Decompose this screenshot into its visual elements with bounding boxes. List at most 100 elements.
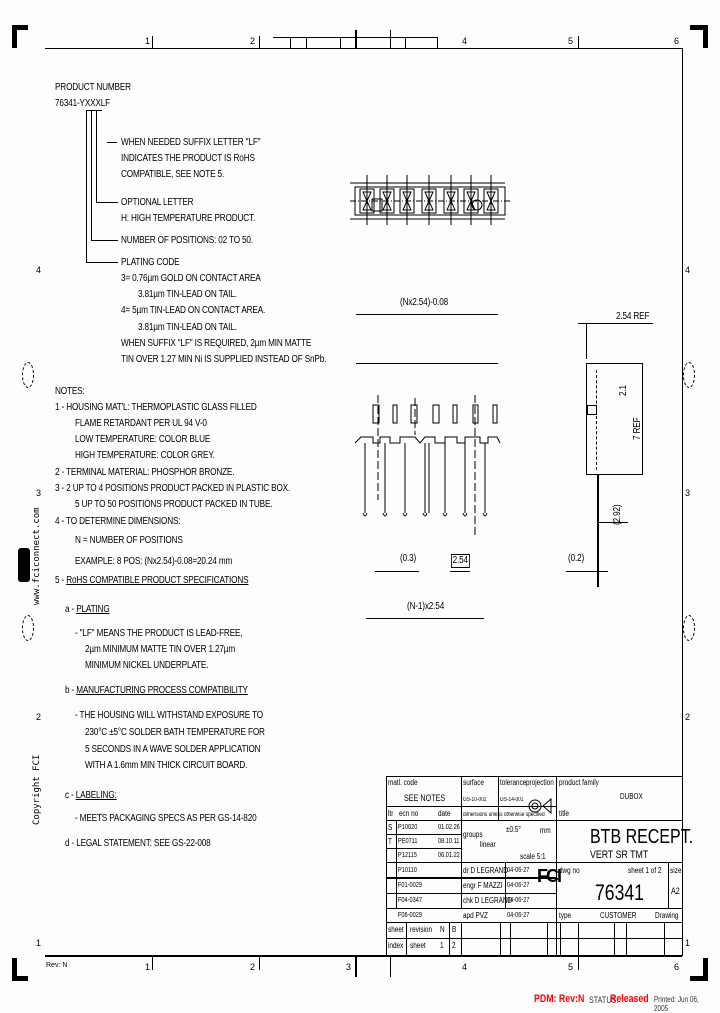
frame-bottom	[45, 955, 682, 957]
tb-rule	[386, 820, 682, 821]
type-value: CUSTOMER	[600, 911, 637, 920]
tb-rule	[449, 922, 450, 956]
zone-tick	[152, 36, 153, 48]
side-latch	[587, 405, 597, 415]
dwg-no-label: dwg no	[559, 866, 580, 875]
punch-hole-mark	[683, 615, 695, 641]
dim-pitch-ref: 2.54 REF	[616, 311, 650, 322]
note-5b-line1: - THE HOUSING WILL WITHSTAND EXPOSURE TO	[75, 710, 263, 721]
zone-top-5: 5	[568, 36, 574, 46]
note-5a-line2: 2µm MINIMUM MATTE TIN OVER 1.27µm	[85, 644, 235, 655]
corner-br-h	[690, 976, 706, 981]
frame-right	[682, 48, 683, 956]
zone-left-1: 1	[36, 938, 42, 948]
dim-pitch: 2.54	[451, 554, 470, 568]
corner-tl-v	[12, 25, 17, 48]
matl-code-label: matl. code	[388, 778, 418, 787]
scale-value: scale 5:1	[520, 852, 546, 861]
title-line1: BTB RECEPT.	[590, 826, 694, 848]
zone-right-3: 3	[685, 488, 691, 498]
tb-rule	[614, 922, 615, 956]
note-5-heading: RoHS COMPATIBLE PRODUCT SPECIFICATIONS	[66, 575, 249, 586]
plating-code-3b: 3.81µm TIN-LEAD ON TAIL.	[138, 289, 237, 300]
callout-line	[86, 262, 118, 263]
zone-tick	[259, 36, 260, 48]
sheet-label: sheet	[410, 941, 426, 950]
optional-letter-1: OPTIONAL LETTER	[121, 197, 194, 208]
pdm-rev: PDM: Rev:N	[534, 993, 585, 1005]
dwg-number: 76341	[595, 880, 644, 905]
zone-tick	[355, 957, 357, 977]
zone-tick	[259, 957, 260, 970]
note-5b-heading: MANUFACTURING PROCESS COMPATIBILITY	[76, 685, 248, 696]
rev-row-ecn: P10110	[398, 867, 417, 874]
note-5b-line3: 5 SECONDS IN A WAVE SOLDER APPLICATION	[85, 744, 261, 755]
sig-role: engr	[463, 881, 476, 890]
tb-rule	[510, 922, 511, 956]
tb-rule	[386, 848, 462, 849]
callout-line	[96, 110, 97, 202]
projection-label: projection	[526, 778, 554, 787]
centerline	[596, 370, 597, 470]
top-rev-div	[340, 37, 341, 48]
sheet-index-label2: index	[388, 941, 404, 950]
zone-left-4: 4	[36, 265, 42, 275]
rev-row-ecn: F04-0347	[398, 897, 422, 904]
tb-rule	[461, 922, 462, 956]
connector-front-view	[355, 395, 501, 535]
note-5-title: 5 - RoHS COMPATIBLE PRODUCT SPECIFICATIO…	[55, 575, 249, 587]
tb-rule	[406, 922, 407, 956]
corner-br-v	[703, 958, 708, 981]
corner-bl-v	[12, 958, 17, 981]
sig-apd: apd PVZ	[463, 911, 488, 921]
corner-tl-h	[12, 25, 28, 30]
rev-row-ecn: P12115	[398, 852, 417, 859]
size-label: size	[670, 866, 682, 875]
sheet-of: sheet 1 of 2	[628, 866, 662, 875]
callout-line	[91, 240, 118, 241]
zone-bottom-2: 2	[250, 962, 256, 972]
note-5a-title: a - PLATING	[65, 604, 110, 616]
date-label: date	[438, 809, 451, 818]
product-number-title: PRODUCT NUMBER	[55, 82, 131, 93]
zone-right-1: 1	[685, 938, 691, 948]
product-family-value: DUBOX	[620, 792, 643, 801]
top-rev-div	[390, 30, 391, 48]
callout-line	[86, 110, 102, 111]
tb-rule	[578, 922, 579, 956]
rev-row-ecn: PE0711	[398, 838, 418, 845]
note-4-line3: EXAMPLE: 8 POS: (Nx2.54)-0.08=20.24 mm	[75, 556, 233, 567]
tolerance-value: GS-14-001	[500, 797, 524, 803]
zone-tick	[390, 957, 391, 977]
rev-row-ltr: S	[388, 823, 393, 832]
sheet-value: 1	[440, 941, 444, 950]
ecn-label: ecn no	[399, 809, 419, 818]
dim-line	[598, 522, 628, 523]
note-5c-heading: LABELING:	[75, 790, 117, 801]
sheet-index-label1: sheet	[388, 925, 404, 934]
plating-code-4a: 4= 5µm TIN-LEAD ON CONTACT AREA.	[121, 305, 266, 316]
plating-code-4b: 3.81µm TIN-LEAD ON TAIL.	[138, 322, 237, 333]
angular-value: ±0.5°	[506, 825, 521, 834]
product-number-code: 76341-YXXXLF	[55, 98, 111, 109]
sig-name: D LEGRAND	[470, 866, 508, 875]
zone-right-4: 4	[685, 265, 691, 275]
top-rev-div	[290, 37, 291, 48]
suffix-note-2: INDICATES THE PRODUCT IS RoHS	[121, 153, 255, 164]
top-rev-div	[306, 37, 307, 48]
punch-hole-mark	[22, 362, 34, 388]
punch-hole-mark	[22, 615, 34, 641]
zone-tick	[578, 957, 579, 970]
connector-top-view	[350, 175, 510, 225]
zone-bottom-1: 1	[145, 962, 151, 972]
note-5c-prefix: c -	[65, 790, 76, 801]
zone-bottom-3: 3	[346, 962, 352, 972]
tb-rule	[386, 938, 682, 939]
title-block	[386, 776, 683, 956]
note-3-line2: 5 UP TO 50 POSITIONS PRODUCT PACKED IN T…	[75, 499, 273, 510]
callout-line	[107, 142, 117, 143]
projection-symbol-icon	[528, 797, 552, 815]
dim-side-height: 7 REF	[632, 417, 643, 440]
note-4-line1: 4 - TO DETERMINE DIMENSIONS:	[55, 516, 181, 527]
zone-top-4: 4	[462, 36, 468, 46]
